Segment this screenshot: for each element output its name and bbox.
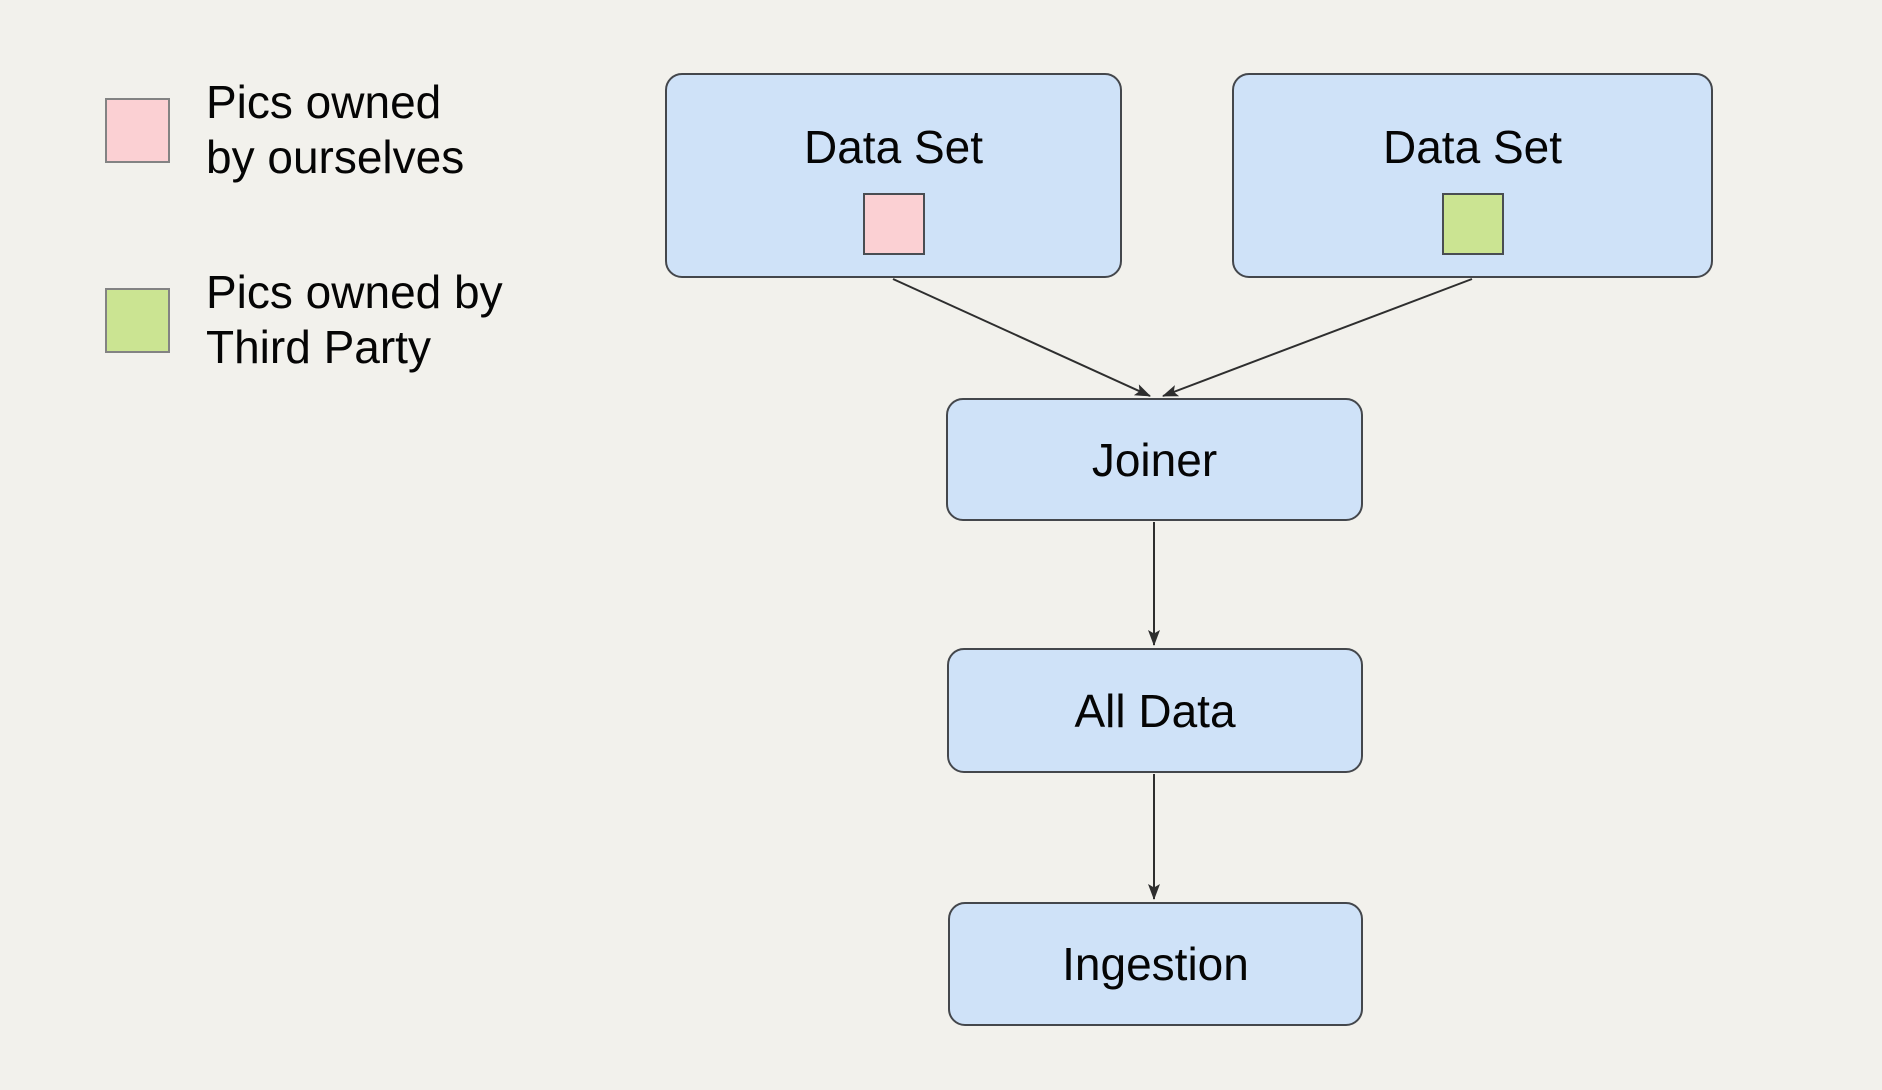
legend-line: Pics owned (206, 76, 442, 128)
node-label: Joiner (1091, 433, 1218, 486)
node-label: Data Set (1383, 121, 1562, 173)
legend-swatch-third-party (105, 288, 170, 353)
legend-line: by ourselves (206, 131, 465, 183)
edge-dataset1-to-joiner (892, 278, 1151, 397)
legend-line: Third Party (206, 321, 431, 373)
owned-by-third-party-swatch (1441, 193, 1504, 255)
node-ingestion: Ingestion (948, 902, 1363, 1026)
node-label: Ingestion (1062, 938, 1249, 990)
owned-by-ourselves-swatch (862, 193, 925, 255)
node-all-data: All Data (947, 648, 1363, 773)
node-label: All Data (1074, 684, 1236, 737)
node-label: Data Set (804, 121, 983, 173)
edge-dataset2-to-joiner (1162, 278, 1473, 397)
legend-line: Pics owned by (206, 266, 503, 318)
node-dataset-1: Data Set (665, 73, 1122, 278)
node-joiner: Joiner (946, 398, 1363, 521)
node-dataset-2: Data Set (1232, 73, 1713, 278)
legend-swatch-ourselves (105, 98, 170, 163)
